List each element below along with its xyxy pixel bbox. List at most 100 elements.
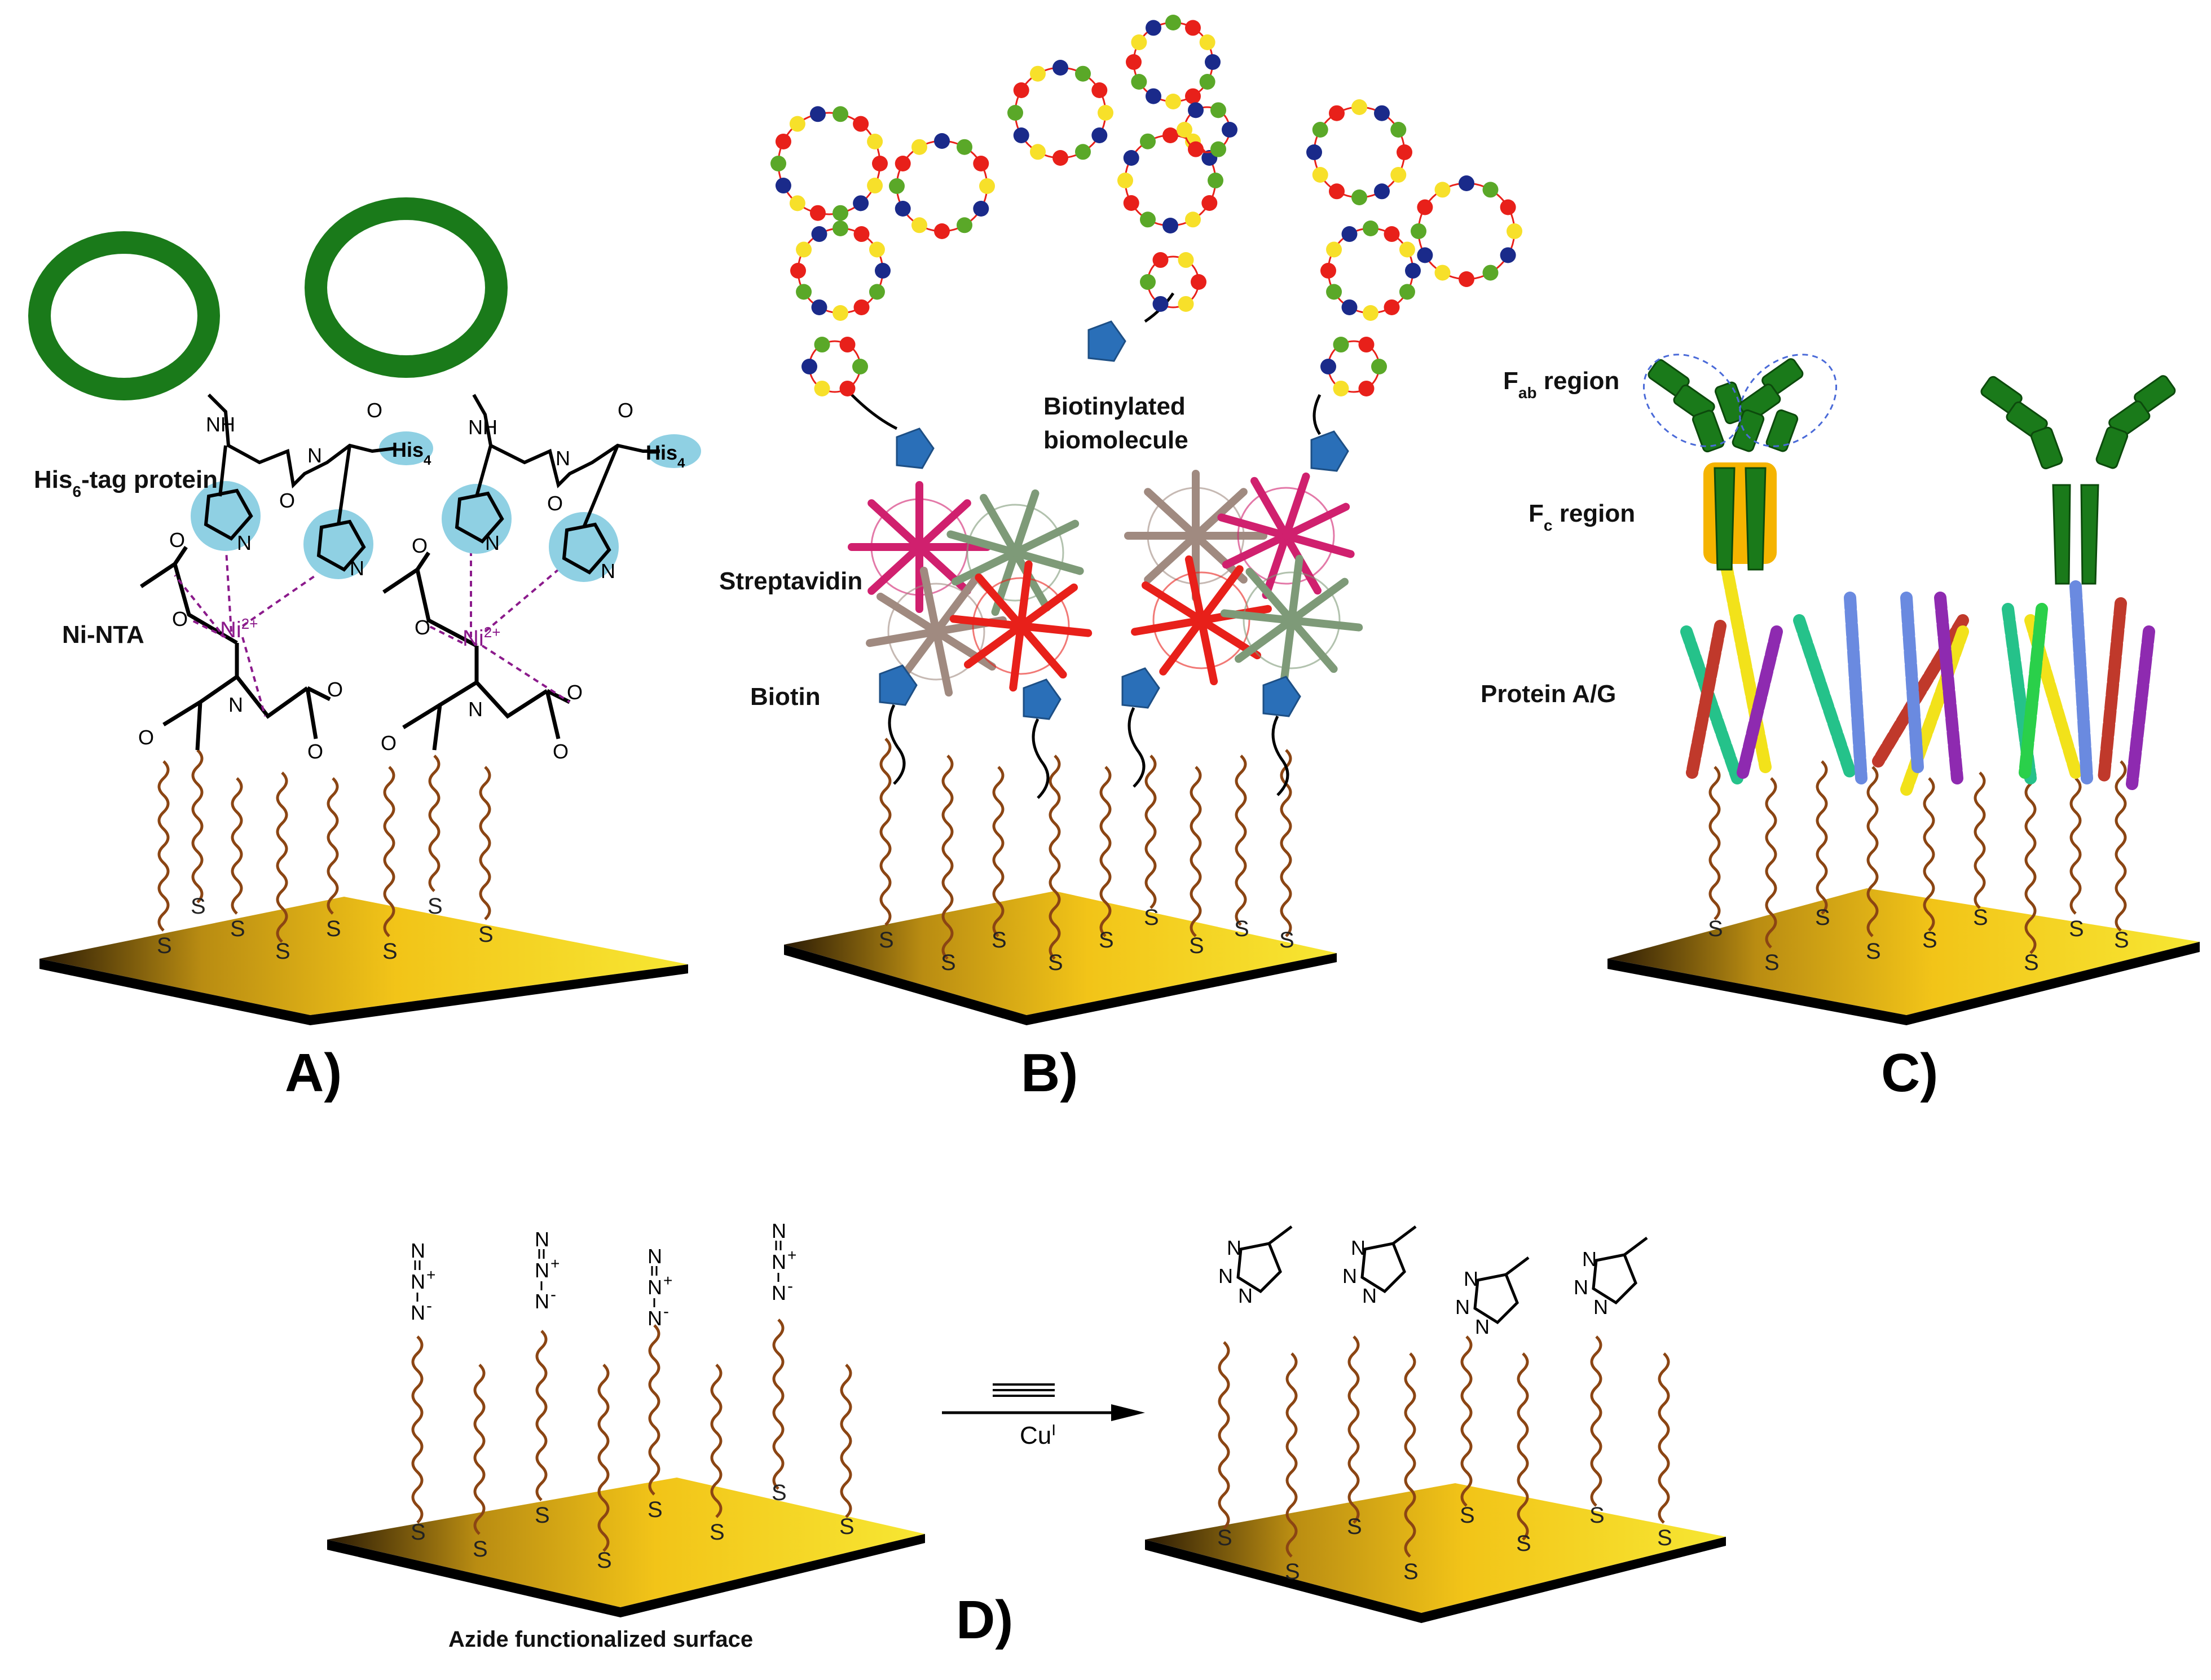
streptavidin-label: Streptavidin [719,567,862,595]
o-label-5: O [172,607,188,630]
nucleotide-bead [1417,247,1433,263]
protein-ag-helix [1686,620,1726,779]
protein-ag-helices [1680,558,2155,796]
azide-surface-label: Azide functionalized surface [448,1627,753,1652]
fab-region-label: Fab region [1503,367,1619,402]
nitrogen-atom: N [535,1259,549,1282]
nucleotide-bead [1399,284,1415,300]
nucleotide-bead [1374,105,1390,121]
alkanethiol-chain [648,1324,660,1496]
positive-charge: + [787,1246,796,1264]
streptavidin-strand [1011,549,1084,575]
nucleotide-bead [1199,74,1215,90]
azide-group: NNN+- [772,1219,796,1304]
nucleotide-bead [775,178,791,194]
alkanethiol-chain [840,1364,852,1518]
sulfur-atom: S [2024,950,2039,975]
sulfur-atom: S [1589,1503,1605,1528]
sulfur-atom: S [1657,1525,1672,1550]
nitrogen-atom: N [1362,1284,1377,1307]
streptavidin-strand [1245,567,1296,624]
streptavidin-strand [1220,609,1296,624]
protein-ag-label: Protein A/G [1481,680,1616,708]
nucleotide-bead [1185,88,1201,104]
nucleotide-bead [875,263,891,279]
nucleotide-bead [889,178,905,194]
nucleotide-bead [1210,102,1226,118]
sulfur-atom: S [1708,916,1723,941]
coordination-bonds-a [174,541,571,717]
streptavidin-strand [1017,583,1078,630]
biotin-label: Biotin [750,683,821,711]
biotinylated-biomolecule-biotins [896,320,1349,472]
nucleotide-bead [934,223,950,239]
streptavidin-loop [966,504,1064,602]
sulfur-atom: S [992,928,1007,953]
sulfur-atom: S [275,939,290,964]
sulfur-atom: S [1403,1559,1419,1584]
gold-surface-b [784,891,1337,1025]
biotin-molecules [879,664,1301,720]
nucleotide-bead [1222,122,1237,138]
n-label-3: N [228,693,243,716]
nucleotide-bead [1140,133,1156,149]
sulfur-atom: S [710,1520,725,1545]
nucleotide-bead [1117,173,1133,188]
aptamer-loop [1014,67,1107,159]
protein-ag-helix [2019,603,2048,779]
reaction-arrow [942,1383,1145,1421]
protein-ag-helix [1793,614,1856,779]
nucleotide-bead [1417,199,1433,215]
positive-charge: + [550,1255,560,1272]
nucleotide-bead [1030,144,1046,160]
nitrogen-atom: N [1455,1295,1470,1319]
azide-group: NNN+- [411,1239,435,1324]
nucleotide-bead [1459,271,1474,287]
nucleotide-bead [811,299,827,315]
nucleotide-bead [911,139,927,155]
protein-ag-helix [1934,592,1963,784]
nucleotide-bead [1329,105,1345,121]
nucleotide-bead [1341,226,1358,242]
alkanethiol-chain [535,1330,548,1501]
alkanethiol-chain [597,1364,610,1552]
positive-charge: + [426,1266,435,1284]
streptavidin-strand [1235,616,1296,663]
nitrogen-atom: N [648,1276,662,1299]
sulfur-atom: S [326,916,341,941]
nucleotide-bead [1333,337,1349,353]
sulfur-atom: S [1144,905,1159,930]
o-label-11: O [381,731,397,755]
streptavidin-strand [932,576,979,636]
nucleotide-bead [1210,141,1226,157]
nucleotide-bead [1098,105,1113,121]
alkanethiol-chain [411,1335,424,1524]
sulfur-atom: S [941,950,956,975]
protein-ag-helix [1844,592,1868,784]
nucleotide-bead [1363,221,1378,236]
his4-label-right: His4 [646,441,685,471]
nucleotide-bead [801,359,817,374]
n-label-6: N [350,557,364,580]
nucleotide-bead [1312,167,1328,183]
alkanethiol-chain [879,738,892,926]
nucleotide-bead [1205,54,1221,70]
protein-ag-helix [2098,597,2127,784]
sulfur-atom: S [1764,950,1780,975]
streptavidin-strand [980,493,1019,557]
nucleotide-bead [1459,175,1474,191]
nitrogen-atom: N [535,1290,549,1313]
nucleotide-bead [867,133,883,149]
streptavidin-strand [975,573,1025,630]
nucleotide-bead [1390,167,1407,183]
nucleotide-bead [1146,88,1161,104]
panel-d-letter: D) [956,1590,1013,1650]
aptamer-loop [896,140,988,232]
nh-label-1: NH [206,413,235,436]
sulfur-atom: S [1099,928,1114,953]
nucleotide-bead [1500,199,1516,215]
alkanethiol-chain [2115,760,2127,932]
negative-charge: - [663,1302,669,1321]
sulfur-atom: S [1516,1531,1531,1556]
